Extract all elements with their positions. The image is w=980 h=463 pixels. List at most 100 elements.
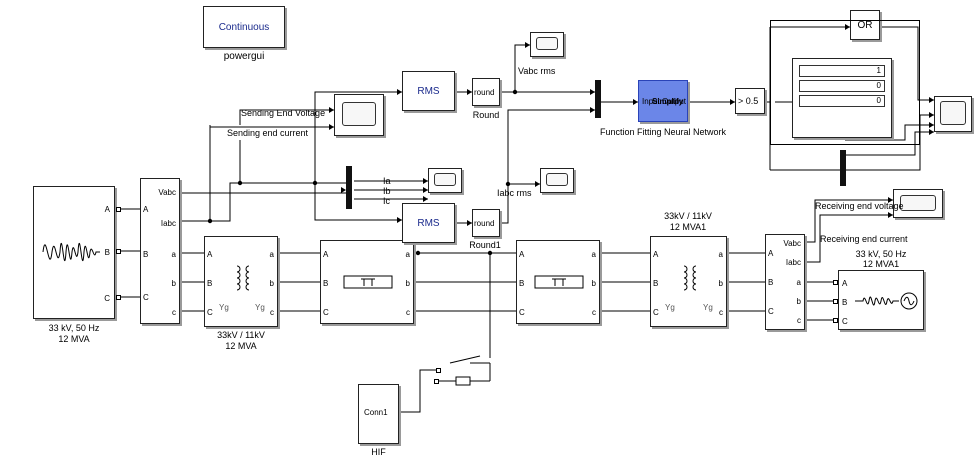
transformer-right[interactable]: A B C a b c Yg Yg bbox=[650, 236, 727, 327]
demux-bar-output[interactable] bbox=[840, 150, 846, 186]
scope-vabc-rms-label: Vabc rms bbox=[518, 66, 556, 76]
port-a: a bbox=[171, 250, 176, 259]
connector bbox=[436, 368, 441, 373]
demux-label-ic: Ic bbox=[383, 196, 391, 206]
demux-bar[interactable] bbox=[346, 166, 352, 209]
port-c: c bbox=[797, 316, 801, 325]
compare-block[interactable]: > 0.5 bbox=[735, 88, 765, 114]
port-C: C bbox=[207, 308, 213, 317]
port-b: b bbox=[269, 279, 274, 288]
nn-io-label: Input Output bbox=[642, 97, 687, 106]
neural-network-block[interactable]: Input Output Simplify bbox=[638, 80, 688, 122]
demux-label-ia: Ia bbox=[383, 176, 391, 186]
receiving-end-current-label: Receiving end current bbox=[820, 234, 908, 244]
port-B: B bbox=[104, 248, 110, 257]
neural-network-label: Function Fitting Neural Network bbox=[599, 127, 727, 137]
port-b: b bbox=[405, 279, 410, 288]
source-left-label-1: 33 kV, 50 Hz bbox=[48, 323, 100, 333]
port-b: b bbox=[171, 279, 176, 288]
round-name: Round1 bbox=[469, 240, 501, 250]
transformer-left-label-2: 12 MVA bbox=[225, 341, 257, 351]
waveform-icon bbox=[855, 292, 918, 310]
display-value-1: 1 bbox=[799, 65, 885, 77]
connector bbox=[116, 295, 121, 300]
three-phase-source-right[interactable]: A B C bbox=[838, 270, 924, 330]
or-label: OR bbox=[857, 20, 873, 31]
port-A: A bbox=[207, 250, 213, 259]
winding-2: Yg bbox=[703, 303, 713, 312]
round-block-bottom[interactable]: round bbox=[472, 209, 500, 237]
port-B: B bbox=[323, 279, 329, 288]
port-a: a bbox=[796, 278, 801, 287]
hif-port: Conn1 bbox=[364, 408, 388, 417]
display-value-3: 0 bbox=[799, 95, 885, 107]
pi-line-icon bbox=[343, 275, 393, 289]
port-C: C bbox=[842, 317, 848, 326]
three-phase-source-left[interactable]: A B C bbox=[33, 186, 115, 319]
scope-phase-currents[interactable] bbox=[428, 168, 462, 193]
port-b: b bbox=[591, 279, 596, 288]
pi-line-icon bbox=[534, 275, 584, 289]
hif-subsystem[interactable]: Conn1 bbox=[358, 384, 399, 444]
port-c: c bbox=[406, 308, 410, 317]
mux-bar[interactable] bbox=[595, 80, 601, 118]
rms-block-bottom[interactable]: RMS bbox=[402, 203, 455, 243]
port-B: B bbox=[519, 279, 525, 288]
scope-screen bbox=[900, 195, 936, 211]
hif-label: HIF bbox=[371, 447, 386, 457]
port-a: a bbox=[405, 250, 410, 259]
port-c: c bbox=[172, 308, 176, 317]
scope-receiving-end[interactable] bbox=[893, 189, 943, 218]
transformer-coil-icon bbox=[236, 265, 250, 291]
scope-iabc-rms-label: Iabc rms bbox=[497, 188, 532, 198]
vi-measurement-left[interactable]: A B C Vabc Iabc a b c bbox=[140, 178, 180, 324]
connector bbox=[833, 299, 838, 304]
port-b: b bbox=[718, 279, 723, 288]
port-a: a bbox=[269, 250, 274, 259]
scope-sending-end[interactable] bbox=[334, 94, 384, 136]
or-block[interactable]: OR bbox=[850, 10, 880, 40]
port-A: A bbox=[104, 205, 110, 214]
port-A: A bbox=[768, 249, 774, 258]
port-c: c bbox=[719, 308, 723, 317]
round-block-top[interactable]: round bbox=[472, 78, 500, 106]
port-vabc: Vabc bbox=[783, 239, 801, 248]
winding-1: Yg bbox=[219, 303, 229, 312]
pi-section-line-2[interactable]: A B C a b c bbox=[516, 240, 600, 324]
port-C: C bbox=[104, 294, 110, 303]
powergui-mode: Continuous bbox=[218, 22, 270, 33]
scope-output[interactable] bbox=[934, 96, 972, 132]
port-B: B bbox=[207, 279, 213, 288]
port-a: a bbox=[718, 250, 723, 259]
rms-label: RMS bbox=[417, 86, 440, 97]
port-A: A bbox=[323, 250, 329, 259]
scope-screen bbox=[940, 101, 966, 125]
connector bbox=[833, 318, 838, 323]
scope-screen bbox=[536, 37, 558, 50]
display-block[interactable]: 1 0 0 bbox=[792, 58, 892, 138]
port-a: a bbox=[591, 250, 596, 259]
vi-measurement-right[interactable]: A B C Vabc Iabc a b c bbox=[765, 234, 805, 330]
port-B: B bbox=[653, 279, 659, 288]
subsystem-outline bbox=[770, 20, 920, 145]
scope-screen bbox=[546, 173, 568, 186]
demux-label-ib: Ib bbox=[383, 186, 391, 196]
connector bbox=[116, 207, 121, 212]
rms-block-top[interactable]: RMS bbox=[402, 71, 455, 111]
scope-vabc-rms[interactable] bbox=[530, 32, 564, 57]
nn-overlay-label: Simplify bbox=[652, 97, 684, 106]
pi-section-line-1[interactable]: A B C a b c bbox=[320, 240, 414, 324]
port-vabc: Vabc bbox=[158, 188, 176, 197]
transformer-left[interactable]: A B C a b c Yg Yg bbox=[204, 236, 278, 327]
port-A: A bbox=[143, 205, 149, 214]
connector bbox=[434, 379, 439, 384]
transformer-right-label-2: 12 MVA1 bbox=[669, 222, 707, 232]
transformer-left-label-1: 33kV / 11kV bbox=[217, 330, 265, 340]
powergui-block[interactable]: Continuous bbox=[203, 6, 285, 48]
port-C: C bbox=[653, 308, 659, 317]
source-left-label-2: 12 MVA bbox=[58, 334, 90, 344]
port-b: b bbox=[796, 297, 801, 306]
port-iabc: Iabc bbox=[785, 258, 801, 267]
scope-iabc-rms[interactable] bbox=[540, 168, 574, 193]
sending-end-current-label: Sending end current bbox=[227, 128, 309, 138]
